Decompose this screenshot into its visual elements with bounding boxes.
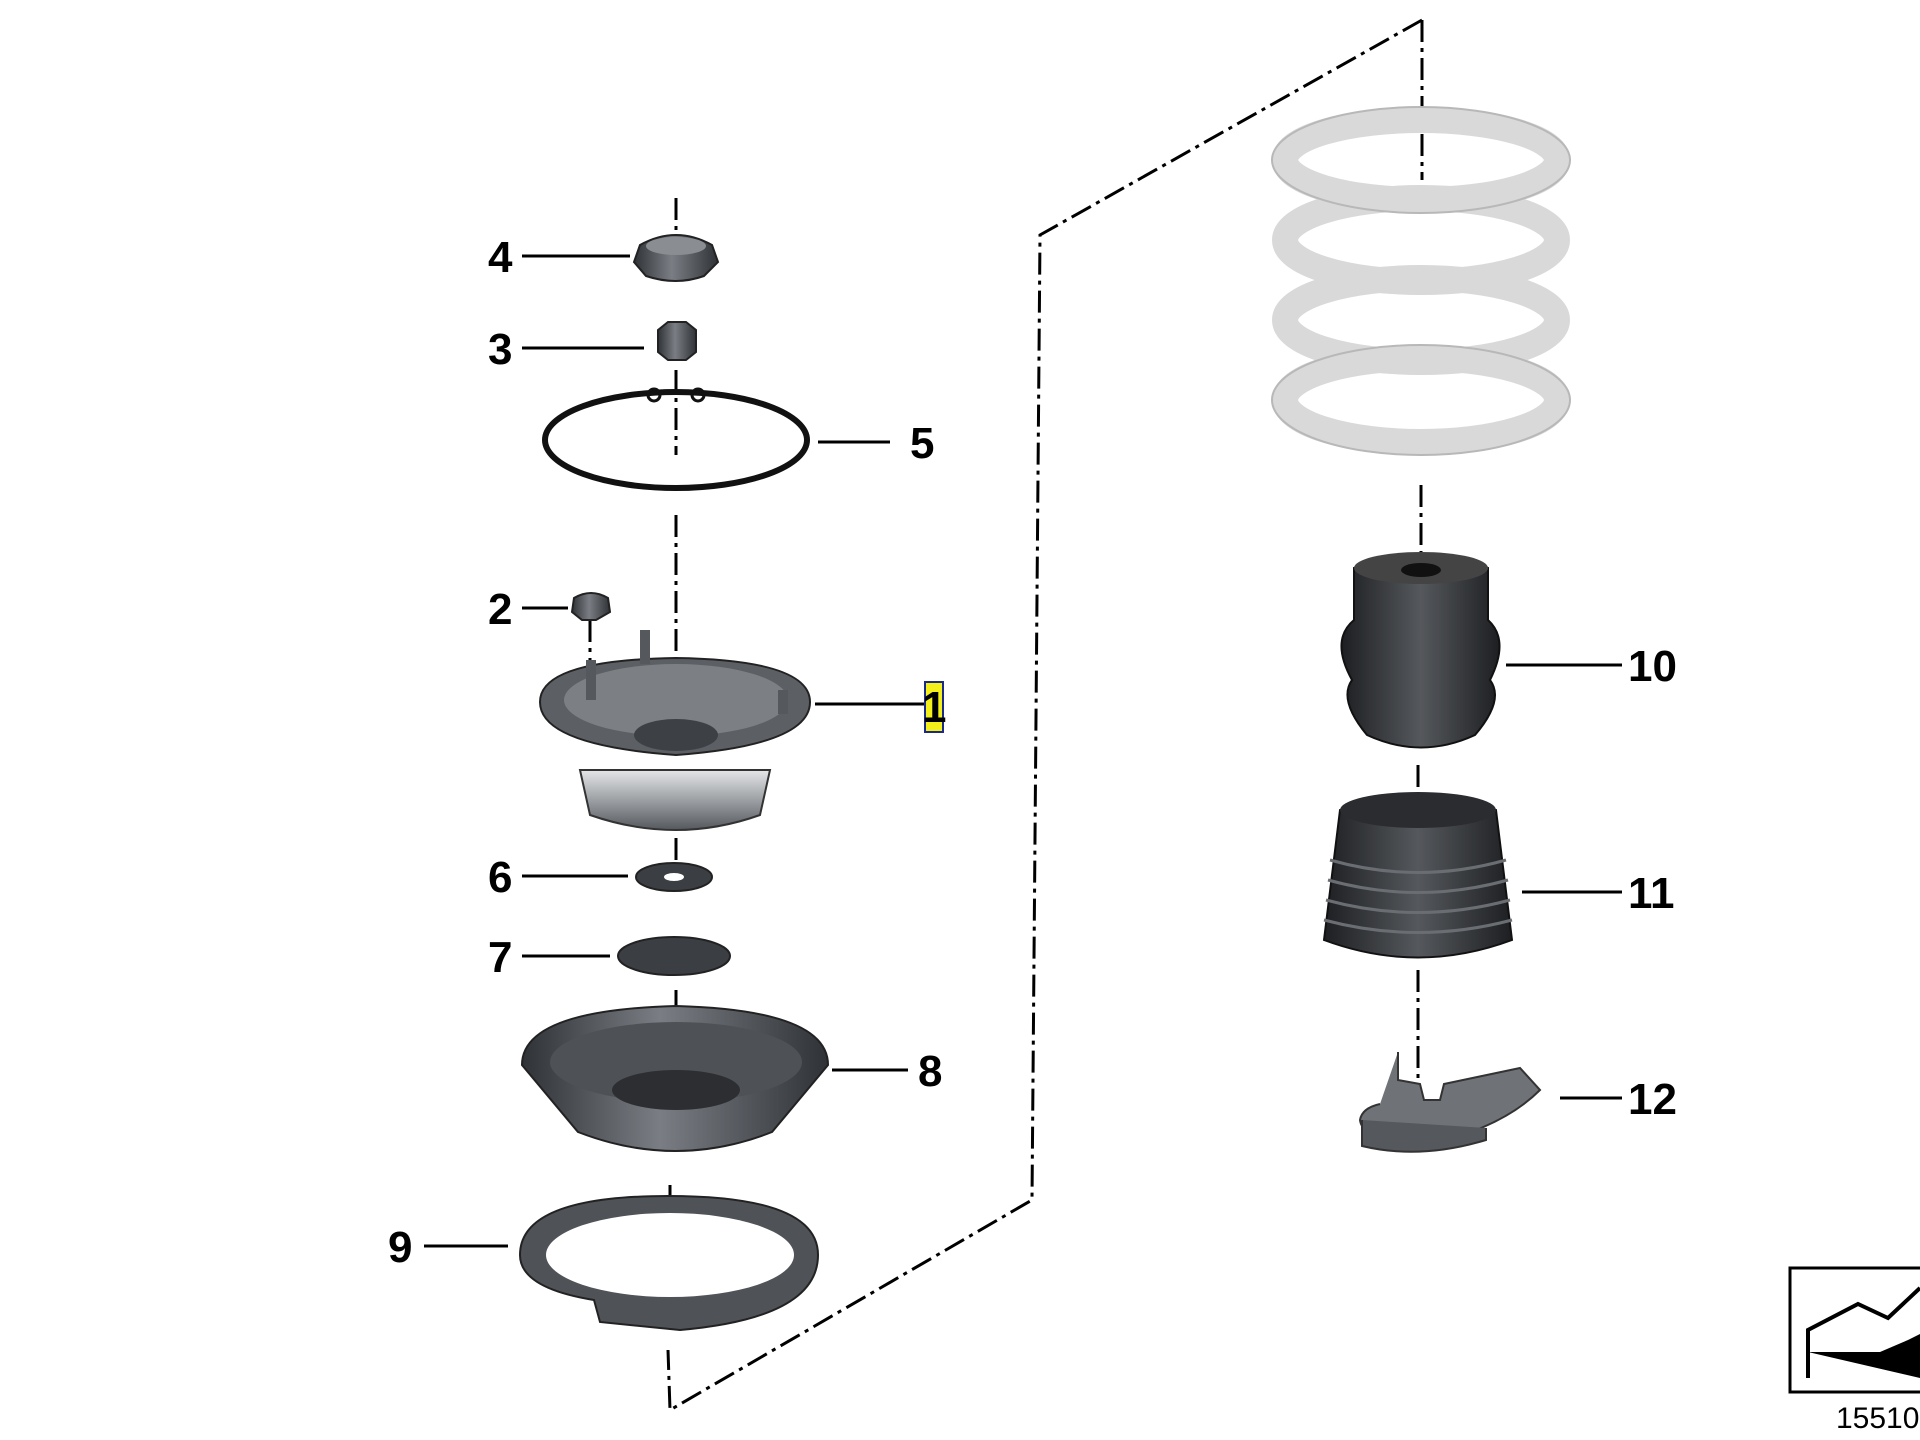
small-nut-part[interactable] bbox=[570, 592, 612, 621]
callout-7[interactable]: 7 bbox=[488, 933, 512, 982]
assembly-boundary-line bbox=[666, 18, 1424, 1413]
coil-spring-part[interactable] bbox=[1272, 107, 1570, 455]
bracket-part[interactable] bbox=[1358, 1052, 1542, 1153]
disc-part[interactable] bbox=[617, 936, 731, 976]
washer-part[interactable] bbox=[635, 862, 713, 892]
callout-5[interactable]: 5 bbox=[910, 419, 934, 468]
nut-part[interactable] bbox=[657, 321, 697, 361]
callout-11[interactable]: 11 bbox=[1628, 869, 1675, 918]
coil-spring-outline bbox=[1271, 106, 1571, 456]
callout-4[interactable]: 4 bbox=[488, 233, 513, 282]
exploded-view-reference-icon bbox=[1788, 1266, 1920, 1394]
strut-mount-part[interactable] bbox=[538, 630, 812, 831]
callout-10[interactable]: 10 bbox=[1628, 642, 1677, 691]
dust-boot-part[interactable] bbox=[1322, 792, 1514, 959]
callout-6[interactable]: 6 bbox=[488, 853, 512, 902]
callout-9[interactable]: 9 bbox=[388, 1223, 412, 1272]
callout-1[interactable]: 1 bbox=[922, 683, 946, 732]
spring-seat-part[interactable] bbox=[520, 1004, 830, 1152]
reference-number: 15510 bbox=[1836, 1402, 1919, 1435]
bump-stop-part[interactable] bbox=[1340, 552, 1501, 749]
leader-lines bbox=[424, 254, 1622, 1248]
callout-8[interactable]: 8 bbox=[918, 1047, 942, 1096]
spring-pad-part[interactable] bbox=[518, 1194, 820, 1332]
callout-3[interactable]: 3 bbox=[488, 325, 512, 374]
circlip-part[interactable] bbox=[542, 387, 810, 491]
cap-part[interactable] bbox=[632, 234, 720, 282]
callout-2[interactable]: 2 bbox=[488, 585, 512, 634]
callout-12[interactable]: 12 bbox=[1628, 1075, 1677, 1124]
highlight-box bbox=[924, 681, 944, 733]
